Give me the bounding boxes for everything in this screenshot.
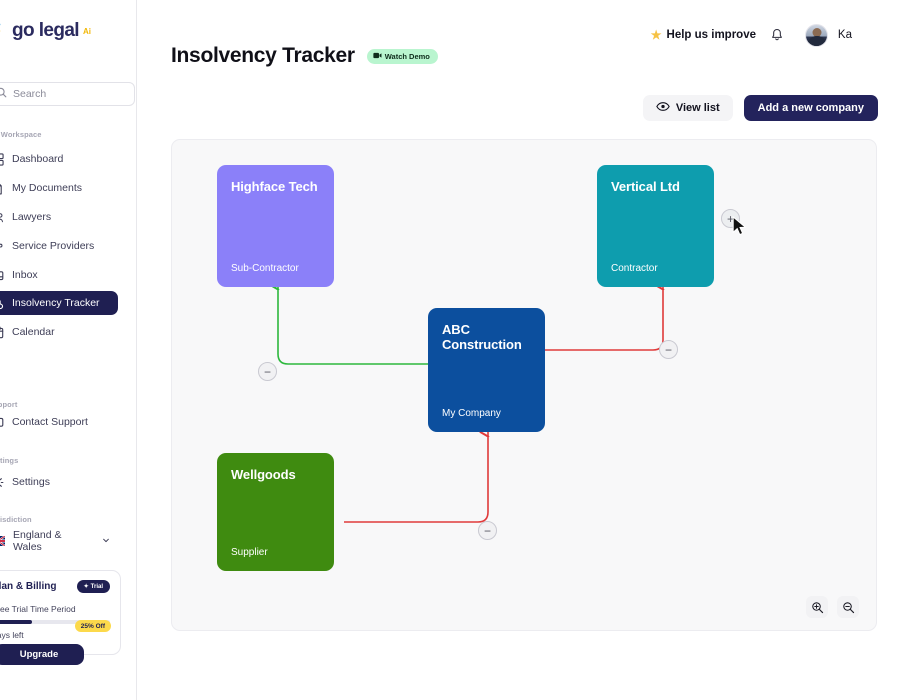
sidebar-item-service-providers[interactable]: Service Providers (0, 234, 118, 258)
sidebar-section-settings: Settings (0, 456, 19, 465)
remove-edge-button-wellgoods[interactable]: − (478, 521, 497, 540)
chevron-down-icon (102, 535, 110, 547)
lawyers-icon (0, 211, 4, 224)
bell-icon (772, 28, 782, 41)
sidebar-item-contact-support[interactable]: Contact Support (0, 410, 118, 434)
brand-name: go legal (12, 20, 80, 41)
top-bar: ★ Help us improve Ka (137, 0, 900, 58)
sidebar-item-label: Insolvency Tracker (12, 297, 100, 309)
company-node-role: My Company (442, 408, 501, 419)
sidebar-section-workspace: My Workspace (0, 130, 42, 139)
search-icon (0, 85, 7, 103)
star-icon: ★ (650, 28, 662, 42)
sidebar-item-label: My Documents (12, 182, 83, 194)
sidebar-item-settings[interactable]: Settings (0, 470, 118, 494)
sidebar-item-label: Service Providers (12, 240, 95, 252)
company-node-role: Contractor (611, 263, 658, 274)
sidebar-item-lawyers[interactable]: Lawyers (0, 205, 118, 229)
company-node-name: Vertical Ltd (611, 179, 680, 194)
user-name: Ka (837, 29, 852, 41)
help-us-improve-button[interactable]: ★ Help us improve (651, 28, 756, 42)
sidebar-item-label: Inbox (12, 269, 38, 281)
gear-icon (0, 476, 4, 489)
add-new-company-button[interactable]: Add a new company (743, 95, 878, 121)
org-chart-canvas[interactable]: Highface Tech Sub-Contractor Vertical Lt… (171, 139, 877, 631)
sidebar-item-inbox[interactable]: Inbox (0, 263, 118, 287)
notifications-button[interactable] (770, 28, 784, 48)
edge-wellgoods-abc (344, 432, 488, 523)
document-icon (0, 182, 4, 195)
uk-flag-icon (0, 536, 5, 546)
sidebar-item-insolvency-tracker[interactable]: Insolvency Tracker (0, 291, 118, 315)
jurisdiction-selector[interactable]: England & Wales (0, 529, 118, 553)
trial-period-label: Free Trial Time Period (0, 604, 76, 614)
page-header: Insolvency Tracker Watch Demo (171, 44, 438, 68)
zoom-in-icon (811, 601, 823, 613)
help-us-improve-label: Help us improve (666, 29, 756, 41)
page-actions: View list Add a new company (642, 95, 878, 121)
main-content: ★ Help us improve Ka Insolvency Tracker (137, 0, 900, 700)
sidebar-item-dashboard[interactable]: Dashboard (0, 147, 118, 171)
add-new-company-label: Add a new company (757, 102, 864, 114)
edge-abc-vertical (545, 285, 663, 351)
brand-superscript: Ai (83, 26, 91, 36)
sparkle-icon: ✦ (83, 584, 89, 590)
calendar-icon (0, 326, 4, 339)
eye-icon (656, 101, 670, 115)
zoom-out-icon (842, 601, 854, 613)
remove-edge-button-highface[interactable]: − (258, 362, 277, 381)
billing-title: Plan & Billing (0, 581, 57, 592)
view-list-label: View list (675, 102, 720, 114)
view-list-button[interactable]: View list (642, 95, 733, 121)
avatar[interactable] (805, 24, 828, 47)
trial-progress-bar (0, 620, 110, 624)
brand-logo[interactable]: go legal Ai (0, 20, 91, 42)
company-node-highface[interactable]: Highface Tech Sub-Contractor (217, 165, 334, 287)
video-camera-icon (373, 52, 382, 61)
inbox-icon (0, 269, 4, 282)
add-relationship-button[interactable]: + (721, 209, 740, 228)
plan-billing-card: Plan & Billing ✦ Trial Free Trial Time P… (0, 570, 121, 665)
sidebar-item-my-documents[interactable]: My Documents (0, 176, 118, 200)
company-node-name: Wellgoods (231, 467, 296, 482)
trial-badge-label: Trial (90, 583, 103, 590)
watch-demo-label: Watch Demo (384, 51, 430, 61)
days-left-label: days left (0, 630, 24, 640)
company-node-role: Sub-Contractor (231, 263, 299, 274)
dashboard-icon (0, 152, 4, 166)
page-title: Insolvency Tracker (171, 44, 355, 67)
sidebar-item-calendar[interactable]: Calendar (0, 320, 118, 344)
contact-support-icon (0, 416, 4, 429)
watch-demo-badge[interactable]: Watch Demo (366, 48, 438, 64)
zoom-in-button[interactable] (806, 596, 828, 618)
edge-abc-highface (278, 285, 428, 365)
sidebar-section-support: Support (0, 400, 18, 409)
company-node-wellgoods[interactable]: Wellgoods Supplier (217, 453, 334, 571)
company-node-name: Highface Tech (231, 179, 318, 194)
company-node-vertical[interactable]: Vertical Ltd Contractor (597, 165, 714, 287)
remove-edge-button-vertical[interactable]: − (659, 340, 678, 359)
upgrade-button[interactable]: Upgrade (0, 644, 84, 665)
x-mark-icon (0, 21, 9, 41)
search-input[interactable]: Search (0, 82, 135, 106)
sidebar-item-label: Dashboard (12, 153, 64, 165)
search-placeholder: Search (13, 88, 47, 100)
insolvency-tracker-icon (0, 297, 4, 310)
sidebar-item-label: Calendar (12, 326, 55, 338)
sidebar-item-label: Lawyers (12, 211, 52, 223)
company-node-abc[interactable]: ABC Construction My Company (428, 308, 545, 432)
sidebar-item-label: Contact Support (12, 416, 88, 428)
zoom-controls (806, 596, 859, 618)
status-badge: ✦ Trial (76, 580, 110, 593)
discount-badge: 25% Off (74, 620, 111, 632)
company-node-role: Supplier (231, 547, 268, 558)
sidebar-section-jurisdiction: Jurisdiction (0, 515, 32, 524)
jurisdiction-label: England & Wales (13, 529, 62, 553)
service-providers-icon (0, 240, 4, 253)
sidebar: go legal Ai Search My Workspace (0, 0, 137, 700)
sidebar-item-label: Settings (12, 476, 50, 488)
company-node-name: ABC Construction (442, 322, 522, 353)
zoom-out-button[interactable] (837, 596, 859, 618)
